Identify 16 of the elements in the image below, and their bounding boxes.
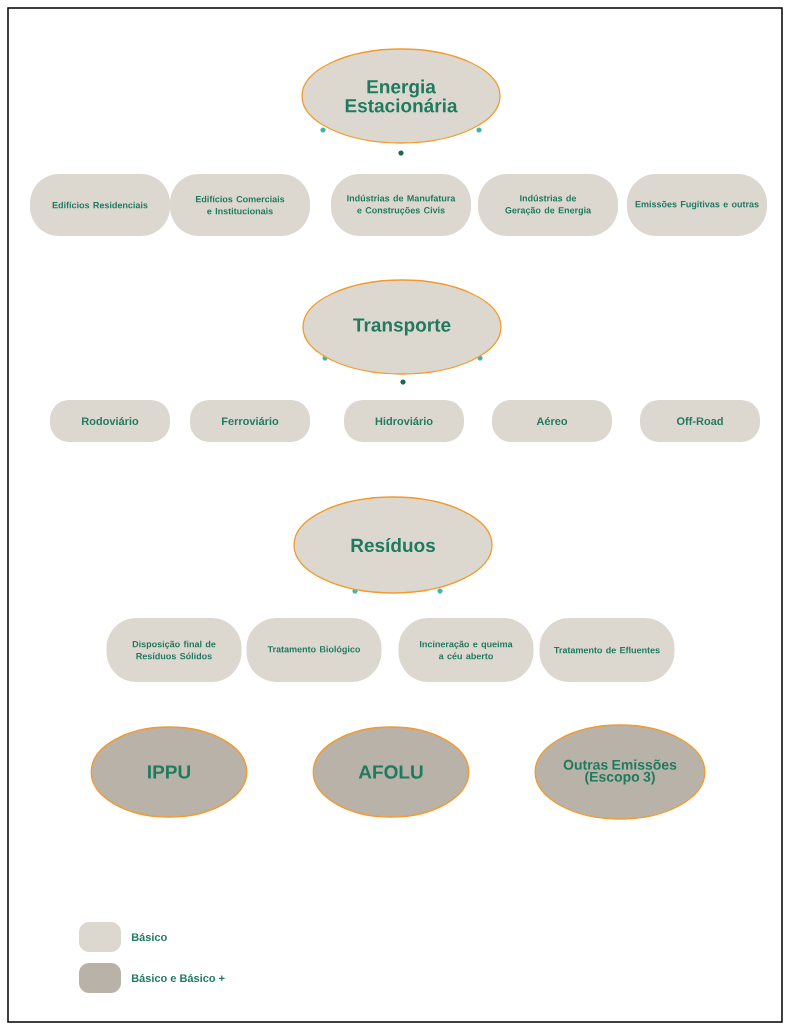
- legend-label: Básico: [131, 932, 167, 942]
- category-box: Tratamento Biológico: [246, 618, 382, 682]
- category-box: Tratamento de Efluentes: [539, 618, 675, 682]
- category-box: Disposição final de Resíduos Sólidos: [106, 618, 242, 682]
- category-box: Aéreo: [492, 400, 612, 442]
- category-box: Rodoviário: [50, 400, 170, 442]
- category-box: Indústrias de Manufatura e Construções Civis: [331, 174, 471, 236]
- category-box: Incineração e queima a céu aberto: [398, 618, 534, 682]
- category-box: Off-Road: [640, 400, 760, 442]
- category-box: Edifícios Comerciais e Institucionais: [170, 174, 310, 236]
- category-box: Emissões Fugitivas e outras: [627, 174, 767, 236]
- category-box: Ferroviário: [190, 400, 310, 442]
- category-box: Edifícios Residenciais: [30, 174, 170, 236]
- category-box: Indústrias de Geração de Energia: [478, 174, 618, 236]
- legend-label: Básico e Básico +: [131, 973, 225, 983]
- category-box: Hidroviário: [344, 400, 464, 442]
